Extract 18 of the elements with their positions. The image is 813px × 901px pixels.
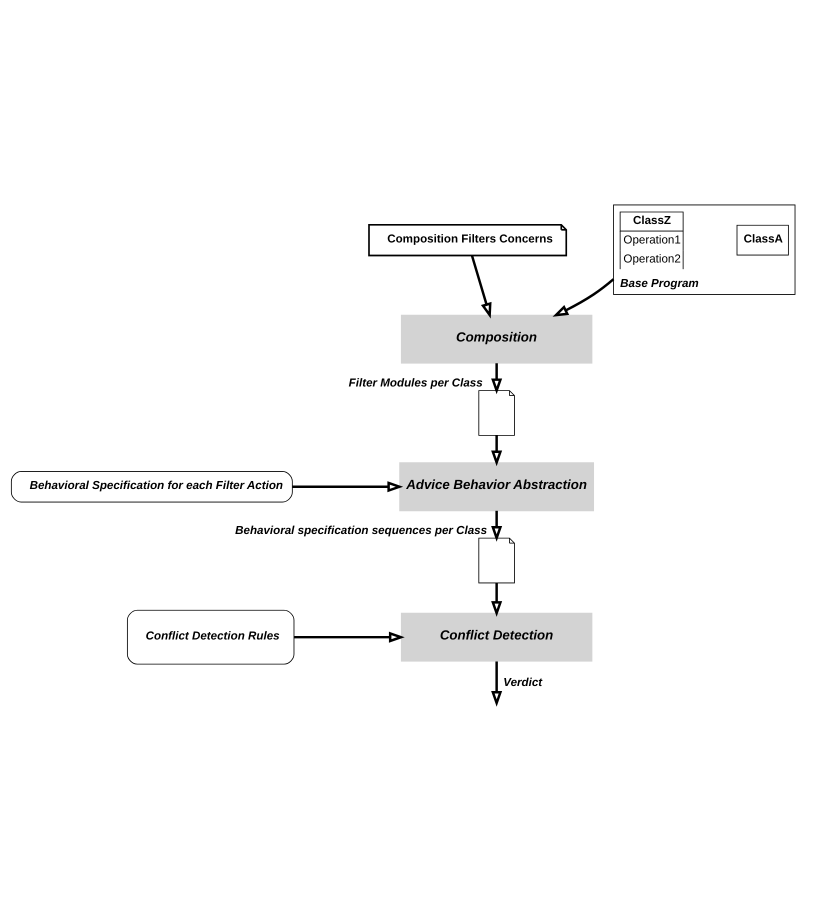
node-box: Conflict Detection <box>400 612 592 662</box>
node-box: Advice Behavior Abstraction <box>399 462 594 511</box>
arrow <box>491 661 502 706</box>
node-box: Behavioral Specification for each Filter Action <box>10 470 293 502</box>
node-box: ClassA <box>736 224 789 255</box>
arrow <box>491 362 502 394</box>
arrow <box>491 434 502 466</box>
node-box: Composition <box>400 314 592 364</box>
arrow <box>292 480 404 492</box>
arrow <box>491 510 502 542</box>
arrow <box>491 582 502 616</box>
arrow <box>552 278 614 316</box>
node-label: Behavioral specification sequences per Class <box>235 524 488 537</box>
arrow <box>470 254 492 318</box>
arrow <box>294 631 405 642</box>
node-box: Conflict Detection Rules <box>126 609 294 664</box>
edge-label: Verdict <box>503 675 542 688</box>
node-label: Filter Modules per Class <box>348 376 483 390</box>
